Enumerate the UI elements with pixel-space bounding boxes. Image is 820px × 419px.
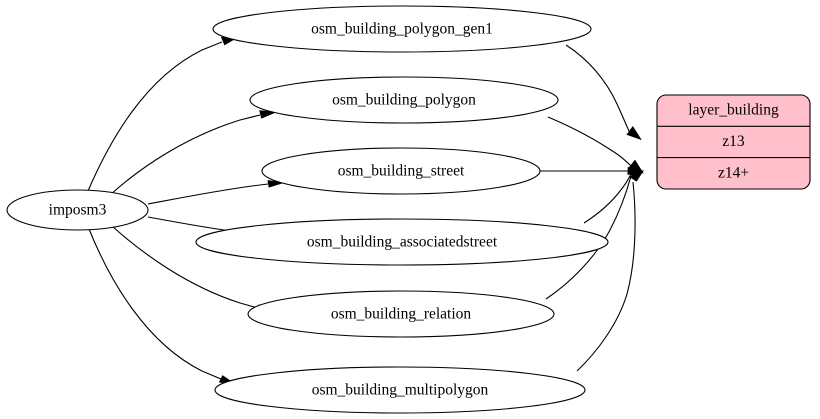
node-osm-building-multipolygon[interactable]: osm_building_multipolygon	[214, 366, 586, 414]
edge-polygon-gen1-to-layer-z13	[565, 44, 642, 141]
edge-imposm3-to-polygon-gen1	[87, 36, 240, 192]
node-osm-building-polygon-gen1-label: osm_building_polygon_gen1	[311, 21, 493, 38]
edge-street-to-layer-z14plus	[540, 167, 644, 175]
edge-imposm3-to-multipolygon	[88, 228, 236, 385]
node-osm-building-street[interactable]: osm_building_street	[261, 147, 541, 195]
node-osm-building-relation[interactable]: osm_building_relation	[247, 290, 555, 338]
layer-building-row-z14plus[interactable]: z14+	[718, 165, 749, 182]
node-imposm3-label: imposm3	[49, 202, 107, 219]
layer-building-title: layer_building	[688, 102, 779, 119]
edge-polygon-to-layer-z14plus	[547, 116, 644, 174]
node-osm-building-associatedstreet-label: osm_building_associatedstreet	[307, 234, 498, 251]
node-osm-building-multipolygon-label: osm_building_multipolygon	[312, 382, 489, 399]
node-osm-building-relation-label: osm_building_relation	[331, 306, 472, 323]
node-imposm3[interactable]: imposm3	[6, 189, 149, 231]
edge-imposm3-to-polygon	[109, 110, 277, 196]
node-osm-building-street-label: osm_building_street	[338, 163, 465, 180]
edge-multipolygon-to-layer-z14plus	[576, 170, 644, 372]
node-layer-building[interactable]: layer_building z13 z14+	[656, 94, 811, 190]
node-osm-building-polygon-label: osm_building_polygon	[332, 92, 476, 109]
edge-imposm3-to-street	[147, 180, 285, 205]
node-osm-building-polygon[interactable]: osm_building_polygon	[249, 76, 559, 124]
layer-building-row-z13[interactable]: z13	[722, 133, 745, 150]
node-osm-building-polygon-gen1[interactable]: osm_building_polygon_gen1	[212, 5, 592, 53]
node-osm-building-associatedstreet[interactable]: osm_building_associatedstreet	[195, 218, 609, 266]
